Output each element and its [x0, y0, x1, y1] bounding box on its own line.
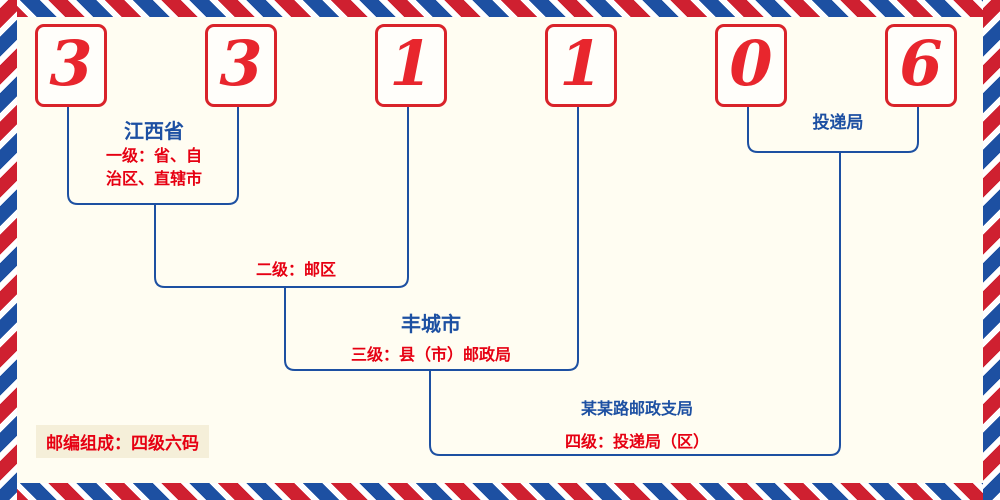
postal-code-composition-note: 邮编组成：四级六码 — [36, 425, 209, 458]
digit-box-1: 3 — [35, 24, 107, 107]
digit-box-3: 1 — [375, 24, 447, 107]
digit-box-5: 0 — [715, 24, 787, 107]
airmail-border-left — [0, 0, 17, 500]
digit-box-2: 3 — [205, 24, 277, 107]
level1-bracket — [67, 102, 239, 205]
level3-city-label: 丰城市 — [401, 314, 461, 336]
level2-description: 二级：邮区 — [255, 262, 337, 279]
level4-branch-label: 某某路邮政支局 — [580, 401, 694, 418]
delivery-office-label: 投递局 — [812, 113, 864, 132]
level3-description: 三级：县（市）邮政局 — [350, 347, 512, 364]
level1-description-line2: 治区、直辖市 — [105, 171, 203, 188]
digit-2: 3 — [219, 26, 263, 100]
level4-connector — [429, 151, 841, 456]
digit-5: 0 — [729, 26, 773, 100]
digit-box-4: 1 — [545, 24, 617, 107]
airmail-border-top — [0, 0, 1000, 17]
level1-description-line1: 一级：省、自 — [105, 148, 203, 165]
level1-description: 一级：省、自 治区、直辖市 — [106, 145, 202, 191]
digit-box-6: 6 — [885, 24, 957, 107]
level3-connector — [284, 102, 579, 371]
digit-3: 1 — [389, 26, 433, 100]
delivery-bracket — [747, 102, 919, 153]
digit-4: 1 — [559, 26, 603, 100]
level4-description: 四级：投递局（区） — [564, 434, 710, 451]
level1-province-label: 江西省 — [124, 121, 184, 143]
airmail-border-bottom — [0, 483, 1000, 500]
digit-1: 3 — [49, 26, 93, 100]
level2-connector — [154, 102, 409, 288]
digit-6: 6 — [899, 26, 943, 100]
airmail-border-right — [983, 0, 1000, 500]
